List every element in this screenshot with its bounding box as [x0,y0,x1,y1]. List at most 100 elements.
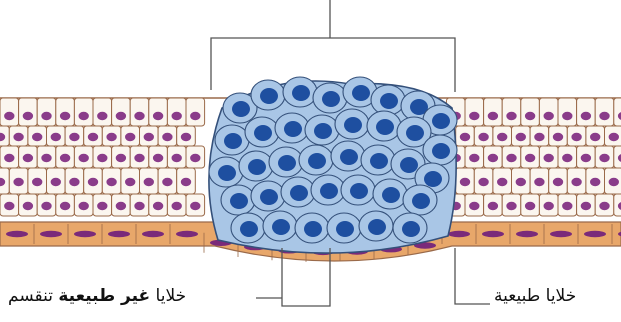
normal-cell-nucleus [153,112,163,120]
normal-cell-nucleus [97,112,107,120]
normal-cell-nucleus [609,133,619,141]
normal-cell-nucleus [69,178,79,186]
basal-cell-nucleus [108,231,130,237]
normal-cell-nucleus [153,154,163,162]
abnormal-dividing-cell-cluster [209,77,457,253]
tumor-cell-nucleus [350,183,368,199]
normal-cell-nucleus [516,178,526,186]
normal-cell-nucleus [4,202,14,210]
tumor-cell-nucleus [344,117,362,133]
normal-cell-nucleus [51,133,61,141]
normal-cell-nucleus [153,202,163,210]
normal-cell-nucleus [97,154,107,162]
normal-cell-nucleus [134,202,144,210]
normal-cell-nucleus [144,178,154,186]
normal-cell-nucleus [562,154,572,162]
normal-cell-nucleus [525,112,535,120]
normal-cell-nucleus [106,178,116,186]
normal-cell-nucleus [562,202,572,210]
normal-cell-nucleus [581,112,591,120]
normal-cell-nucleus [13,133,23,141]
normal-cell-nucleus [134,154,144,162]
normal-cell-nucleus [590,133,600,141]
tumor-cell-nucleus [254,125,272,141]
tumor-cell-nucleus [290,185,308,201]
basal-cell-nucleus [142,231,164,237]
normal-cell-nucleus [469,112,479,120]
normal-cell-nucleus [581,154,591,162]
normal-cell-nucleus [41,154,51,162]
normal-cell-nucleus [116,112,126,120]
tumor-cell-nucleus [284,121,302,137]
tumor-cell-nucleus [340,149,358,165]
tumor-cell-nucleus [402,221,420,237]
tumor-cell-nucleus [292,85,310,101]
normal-cell-nucleus [590,178,600,186]
normal-cells-label-text: خلايا طبيعية [494,286,576,306]
normal-cell-nucleus [599,154,609,162]
normal-cell-nucleus [4,112,14,120]
normal-cell-nucleus [116,202,126,210]
normal-cell-nucleus [79,112,89,120]
normal-cell-nucleus [609,178,619,186]
basal-cell-nucleus [584,231,606,237]
tumor-cell-nucleus [352,85,370,101]
normal-cell-nucleus [534,133,544,141]
normal-cell-nucleus [571,178,581,186]
tumor-cell-nucleus [260,88,278,104]
abnormal-cells-label-bold: غير طبيعية [58,286,150,306]
basal-cell-nucleus [550,231,572,237]
normal-cell-nucleus [497,133,507,141]
normal-cell-nucleus [88,178,98,186]
tumor-cell-nucleus [336,221,354,237]
basal-cell-nucleus [74,231,96,237]
normal-cell-nucleus [79,154,89,162]
normal-cell-nucleus [534,178,544,186]
tumor-cell-nucleus [400,157,418,173]
tumor-cell-nucleus [380,93,398,109]
tumor-cell-nucleus [240,221,258,237]
normal-cell-nucleus [469,202,479,210]
normal-cell-nucleus [79,202,89,210]
normal-cell-nucleus [116,154,126,162]
normal-cell-nucleus [516,133,526,141]
normal-cell-nucleus [190,202,200,210]
abnormal-cells-label: خلايا غير طبيعية تنقسم [8,286,186,306]
normal-cell [614,98,621,126]
normal-cell-nucleus [181,133,191,141]
normal-cell-nucleus [23,154,33,162]
normal-cell-nucleus [469,154,479,162]
normal-cell-nucleus [162,178,172,186]
normal-cell-nucleus [60,202,70,210]
tumor-cell-nucleus [432,113,450,129]
tumor-cell-nucleus [308,153,326,169]
tumor-cell-nucleus [320,183,338,199]
tumor-cell-nucleus [370,153,388,169]
normal-cell-nucleus [478,178,488,186]
basal-cell-nucleus [448,231,470,237]
tumor-cell-nucleus [322,91,340,107]
abnormal-cells-label-prefix: خلايا [150,286,186,306]
normal-cell-nucleus [599,202,609,210]
tumor-cell-nucleus [260,189,278,205]
normal-cell-nucleus [144,133,154,141]
tumor-cell-nucleus [376,119,394,135]
normal-cells-label: خلايا طبيعية [494,286,576,306]
tumor-cell-nucleus [278,155,296,171]
tumor-cell-nucleus [314,123,332,139]
normal-cell-nucleus [51,178,61,186]
basal-cell-nucleus [40,231,62,237]
tumor-cell-nucleus [368,219,386,235]
tumor-cell-nucleus [412,193,430,209]
normal-cell-nucleus [488,202,498,210]
normal-cell-nucleus [60,112,70,120]
tumor-cell-nucleus [224,133,242,149]
normal-cell-nucleus [172,154,182,162]
normal-cell-nucleus [172,202,182,210]
normal-cell-nucleus [97,202,107,210]
normal-cell-nucleus [172,112,182,120]
basal-cell-nucleus [482,231,504,237]
normal-cell-nucleus [23,202,33,210]
basal-cell-nucleus [516,231,538,237]
